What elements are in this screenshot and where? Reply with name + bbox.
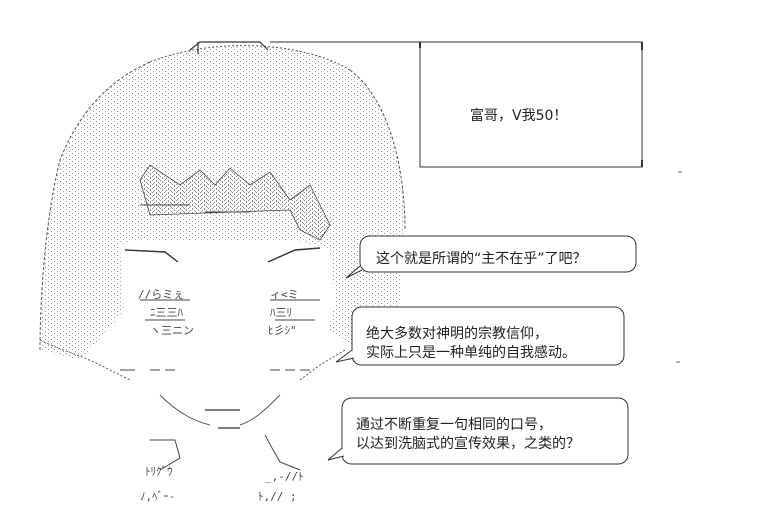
svg-text:ヽ三ニン: ヽ三ニン (150, 324, 194, 337)
speech-bubble-2-frame (351, 306, 625, 366)
svg-text:ﾄ,// ;: ﾄ,// ; (258, 490, 297, 503)
speech-box-text: 富哥，V我50！ (470, 108, 568, 124)
speech-bubble-3-line-1: 通过不断重复一句相同的口号， (356, 417, 552, 433)
speech-bubble-1-frame (359, 235, 637, 273)
svg-text:ﾋ彡ｼ": ﾋ彡ｼ" (268, 324, 297, 337)
svg-text://らミぇ: //らミぇ (138, 288, 184, 301)
speech-bubble-1-text: 这个就是所谓的“主不在乎”了吧？ (376, 251, 587, 267)
svg-text:_,-//ﾄ: _,-//ﾄ (265, 470, 304, 483)
speech-bubble-3-line-2: 以达到洗脑式的宣传效果，之类的？ (356, 436, 580, 452)
svg-text:ﾆ三三ﾊ: ﾆ三三ﾊ (150, 306, 183, 319)
speech-bubble-2-line-2: 实际上只是一种单纯的自我感动。 (366, 345, 576, 361)
svg-text:ィ<ミ: ィ<ミ (270, 288, 299, 301)
svg-text:ﾄﾘｸﾞｳ: ﾄﾘｸﾞｳ (145, 465, 173, 478)
speech-bubble-2-line-1: 绝大多数对神明的宗教信仰， (366, 326, 548, 342)
svg-text:ﾊ三ﾘ: ﾊ三ﾘ (270, 306, 292, 319)
speech-box-frame (419, 41, 643, 168)
speech-bubble-3-frame (341, 397, 629, 465)
svg-text:ﾉ,ﾍﾞｰ-: ﾉ,ﾍﾞｰ- (140, 490, 175, 503)
